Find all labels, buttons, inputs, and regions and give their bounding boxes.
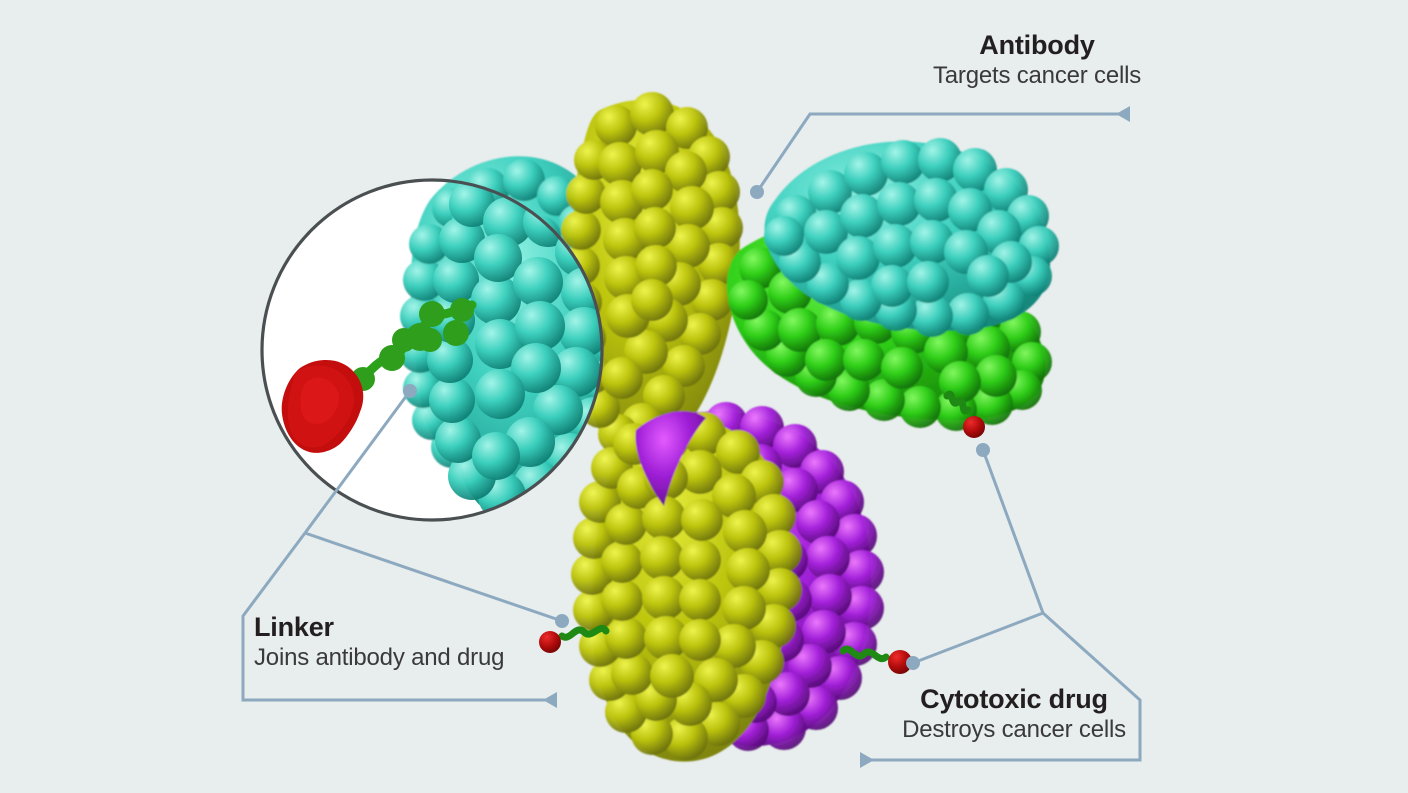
linker-chain-right — [943, 390, 972, 415]
cytotoxic-drug-bottom-left — [539, 631, 561, 653]
magnified-cytotoxic-drug — [281, 359, 364, 453]
leader-linker-underline — [241, 532, 557, 702]
cytotoxic-drug-right — [963, 416, 985, 438]
magnifier-ring — [260, 178, 604, 522]
chain-right-light — [764, 138, 1059, 337]
leader-drug-bottom — [912, 611, 1044, 665]
leader-drug-underline — [860, 611, 1142, 762]
linker-chain-bottom-left — [558, 625, 610, 641]
leader-arrowheads — [543, 106, 1130, 768]
leader-antibody — [755, 112, 1130, 193]
leader-dot-linker-drug — [555, 614, 569, 628]
leader-dot-drug-right — [976, 443, 990, 457]
linker-drug-bottom-left — [539, 625, 610, 653]
arrowhead-antibody — [1116, 106, 1130, 122]
arrowhead-linker — [543, 692, 557, 708]
leader-drug-right — [981, 449, 1045, 614]
leader-linker-to-drug — [304, 531, 563, 623]
linker-chain-bottom-right — [839, 645, 890, 663]
linker-drug-right — [943, 390, 985, 438]
leader-dot-antibody — [750, 185, 764, 199]
leader-dot-drug-bottom — [906, 656, 920, 670]
leader-lines — [241, 112, 1142, 762]
linker-drug-bottom-right — [839, 645, 912, 674]
cytotoxic-drug-bottom-right — [888, 650, 912, 674]
leader-linker-from-inset — [303, 390, 412, 534]
arrowhead-drug — [860, 752, 874, 768]
chain-bottom-light-sliver — [635, 411, 706, 506]
leader-dots — [555, 185, 990, 670]
